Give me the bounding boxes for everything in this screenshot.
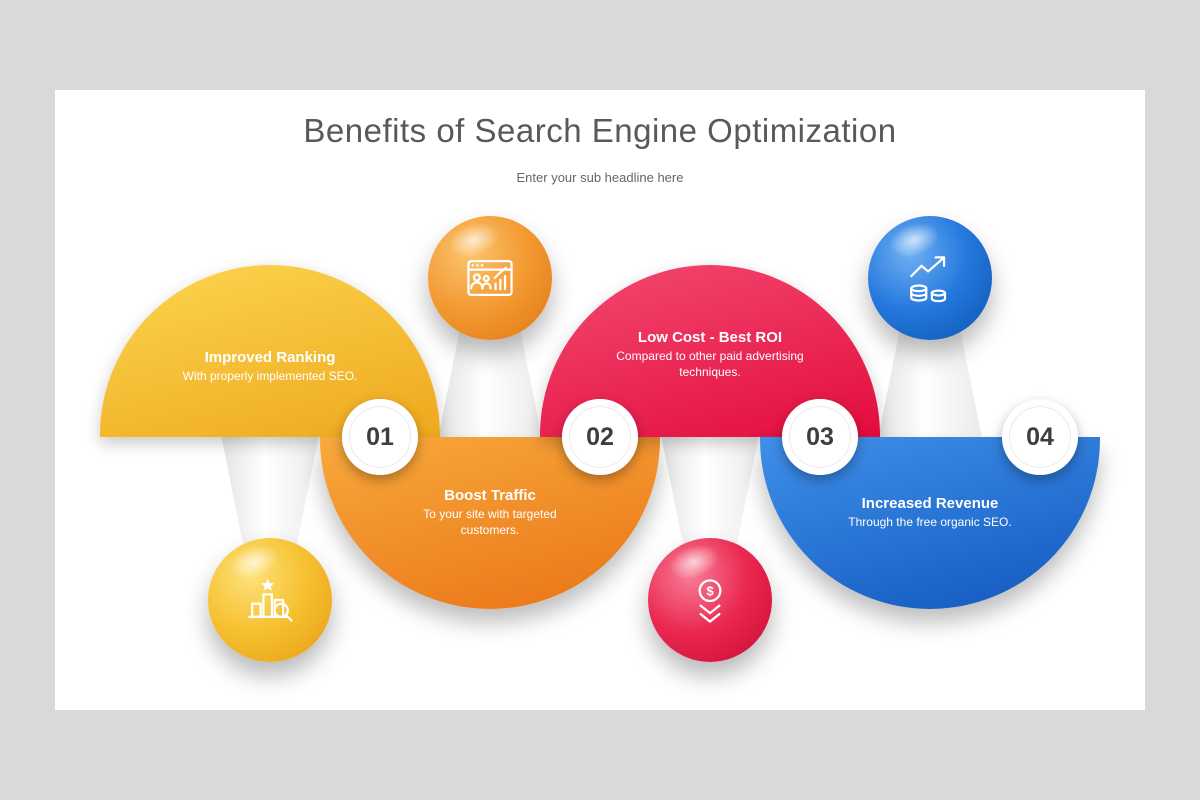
step-text-block: Boost Traffic To your site with targeted… <box>354 487 626 538</box>
step-title: Low Cost - Best ROI <box>637 329 783 346</box>
svg-text:$: $ <box>706 583 714 598</box>
step-number-badge-2: 02 <box>562 399 638 475</box>
step-title: Boost Traffic <box>444 487 536 504</box>
icon-ball-step3: $ <box>648 538 772 662</box>
step-title: Improved Ranking <box>204 349 336 366</box>
step-text-block: Improved Ranking With properly implement… <box>134 349 406 385</box>
step-text-block: Low Cost - Best ROI Compared to other pa… <box>574 329 846 380</box>
step-number-badge-3: 03 <box>782 399 858 475</box>
slide-title: Benefits of Search Engine Optimization <box>303 112 897 149</box>
growth-chart-coins-icon <box>910 256 947 303</box>
step-text-block: Increased Revenue Through the free organ… <box>794 495 1066 531</box>
icon-ball-step2 <box>428 216 552 340</box>
step-title: Increased Revenue <box>861 495 999 512</box>
slide-subtitle: Enter your sub headline here <box>516 170 684 185</box>
step-number-badge-4: 04 <box>1002 399 1078 475</box>
connector-stem-step3 <box>658 420 762 554</box>
step-description: Compared to other paid advertising techn… <box>616 349 804 379</box>
icon-ball-step1 <box>208 538 332 662</box>
step-description: With properly implemented SEO. <box>182 369 358 383</box>
connector-stem-step1 <box>218 420 322 554</box>
slide: Benefits of Search Engine Optimization E… <box>55 90 1145 710</box>
step-description: Through the free organic SEO. <box>848 515 1012 529</box>
step-number-badge-1: 01 <box>342 399 418 475</box>
step-description: To your site with targeted customers. <box>423 507 557 537</box>
ranking-bars-search-icon <box>248 578 293 622</box>
icon-ball-step4 <box>868 216 992 340</box>
browser-audience-icon <box>467 260 513 296</box>
dollar-down-arrows-icon: $ <box>698 579 722 623</box>
